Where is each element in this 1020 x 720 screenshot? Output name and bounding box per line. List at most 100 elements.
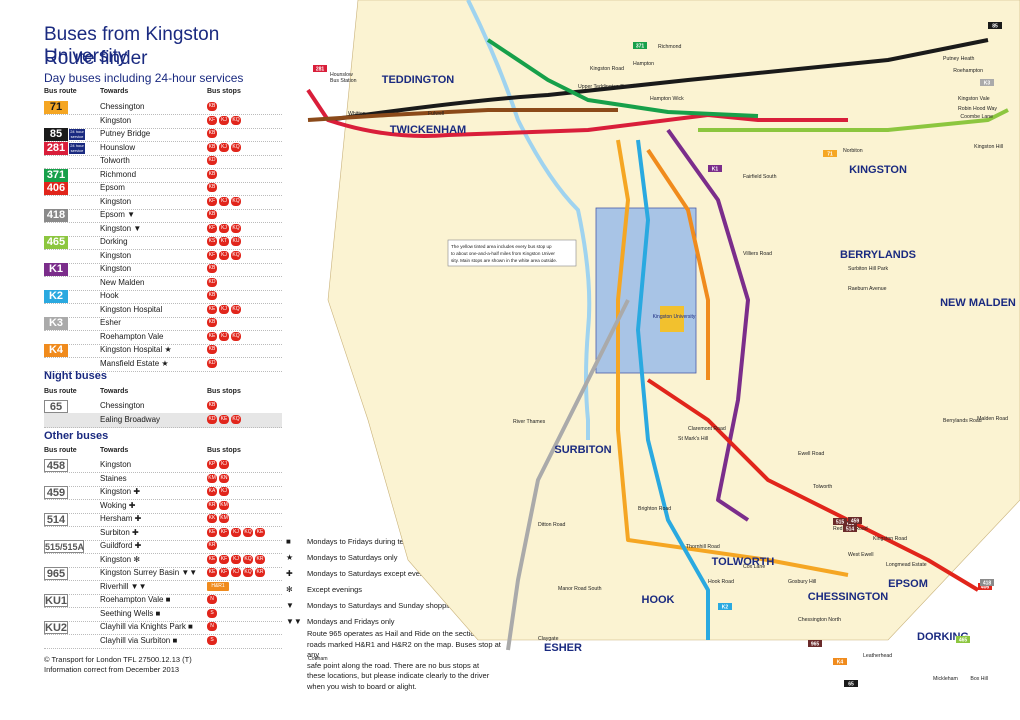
towards-label: Kingston Surrey Basin ▼▼ — [100, 568, 198, 577]
bus-stop-marker: H&R1 — [207, 581, 229, 591]
bus-stop-list: S — [207, 635, 217, 646]
route-badge: KU1 — [44, 594, 68, 607]
map-route-badge — [848, 517, 862, 524]
info-box-text: sity. Main stops are shown in the white … — [451, 258, 557, 263]
place-label: Chessington North — [798, 617, 841, 623]
bus-stop-marker: KQ — [243, 527, 253, 537]
map-route-badge-label: 418 — [983, 581, 992, 587]
place-label: Roehampton — [953, 68, 983, 74]
bus-stop-marker: KB — [207, 183, 217, 192]
header-route: Bus route — [44, 88, 77, 95]
towards-label: Roehampton Vale — [100, 331, 164, 341]
towards-label: Kingston — [100, 196, 132, 206]
other-header-towards: Towards — [100, 447, 129, 454]
towards-label: Kingston ▼ — [100, 223, 142, 233]
area-label: CHESSINGTON — [808, 591, 889, 603]
place-label: Kingston Vale — [958, 96, 990, 102]
bus-stop-marker: KD — [207, 277, 217, 287]
legend-text: Mondays to Fridays during term time only — [307, 537, 445, 546]
map-route-badge-label: K1 — [712, 167, 719, 173]
map-route-badge-label: K4 — [837, 660, 844, 666]
map-route-badge — [980, 79, 994, 86]
route-line — [486, 38, 759, 118]
place-label: Berrylands Road — [943, 418, 982, 424]
bus-stop-list: KB — [207, 183, 217, 193]
bus-stop-list: KB — [207, 401, 217, 411]
place-label: St Mark's Hill — [678, 436, 708, 442]
route-badge: 371 — [44, 168, 68, 182]
bus-stop-marker: KF — [207, 223, 217, 233]
map-route-badge-label: 85 — [992, 24, 998, 30]
bus-stop-marker: S — [207, 608, 217, 618]
place-label: Box Hill — [970, 676, 988, 682]
note-line: safe point along the road. There are no … — [307, 660, 480, 670]
place-label: Coombe Lane — [960, 114, 993, 120]
place-label: Surbiton Hill Park — [848, 266, 888, 272]
bus-stop-marker: KF — [219, 554, 229, 564]
map-route-badge — [718, 603, 732, 610]
kingston-university-block — [660, 306, 684, 332]
map-route-badge — [633, 42, 647, 49]
place-label: Thornhill Road — [686, 544, 720, 550]
place-label: Hampton Wick — [650, 96, 684, 102]
towards-label: Tolworth — [100, 156, 130, 165]
map-route-badge-label: 965 — [811, 642, 820, 648]
route-badge: 418 — [44, 209, 68, 222]
bus-stop-list: KR — [207, 541, 217, 551]
river-thames — [466, 0, 592, 440]
towards-label: Seething Wells ■ — [100, 608, 161, 618]
bus-stop-marker: KJ — [219, 304, 229, 314]
bus-stop-marker: KQ — [231, 331, 241, 341]
bus-stop-marker: KM — [219, 500, 229, 510]
area-label: TEDDINGTON — [382, 74, 455, 86]
24-hour-badge: 24 hour service — [69, 142, 85, 154]
route-badge: 85 — [44, 128, 68, 141]
bus-stop-list: KD — [207, 156, 217, 166]
bus-stop-marker: KJ — [219, 331, 229, 341]
header-towards: Towards — [100, 88, 129, 95]
towards-label: Kingston Hospital — [100, 304, 163, 314]
map-route-badge — [833, 658, 847, 665]
towards-label: Hersham ✚ — [100, 514, 142, 523]
header-stops: Bus stops — [207, 88, 241, 95]
route-badge: 515/515A — [44, 540, 85, 553]
bus-stop-marker: KJ — [231, 568, 241, 577]
info-box-text: to about one-and-a-half miles from Kings… — [451, 251, 555, 256]
area-label: TOLWORTH — [712, 556, 775, 568]
map-labels: TEDDINGTONTWICKENHAMKINGSTONBERRYLANDSNE… — [308, 22, 1016, 688]
bus-stop-list: KD — [207, 358, 217, 369]
bus-stop-marker: KS — [207, 237, 217, 246]
place-label: Hampton — [633, 61, 654, 67]
map-route-badge-label: 371 — [636, 44, 645, 50]
legend-text: Mondays to Saturdays except evenings — [307, 569, 438, 578]
bus-stop-marker: KQ — [231, 115, 241, 125]
bus-stop-marker: KF — [207, 115, 217, 125]
bus-stop-marker: S — [207, 635, 217, 645]
place-label: West Ewell — [848, 552, 874, 558]
bus-stop-list: S — [207, 608, 217, 619]
bus-stop-marker: KA — [207, 487, 217, 496]
place-label: Cox Lane — [743, 564, 765, 570]
place-label: Hook Road — [708, 579, 734, 585]
route-badge: 71 — [44, 101, 68, 114]
place-label: Kingston Road — [873, 536, 907, 542]
